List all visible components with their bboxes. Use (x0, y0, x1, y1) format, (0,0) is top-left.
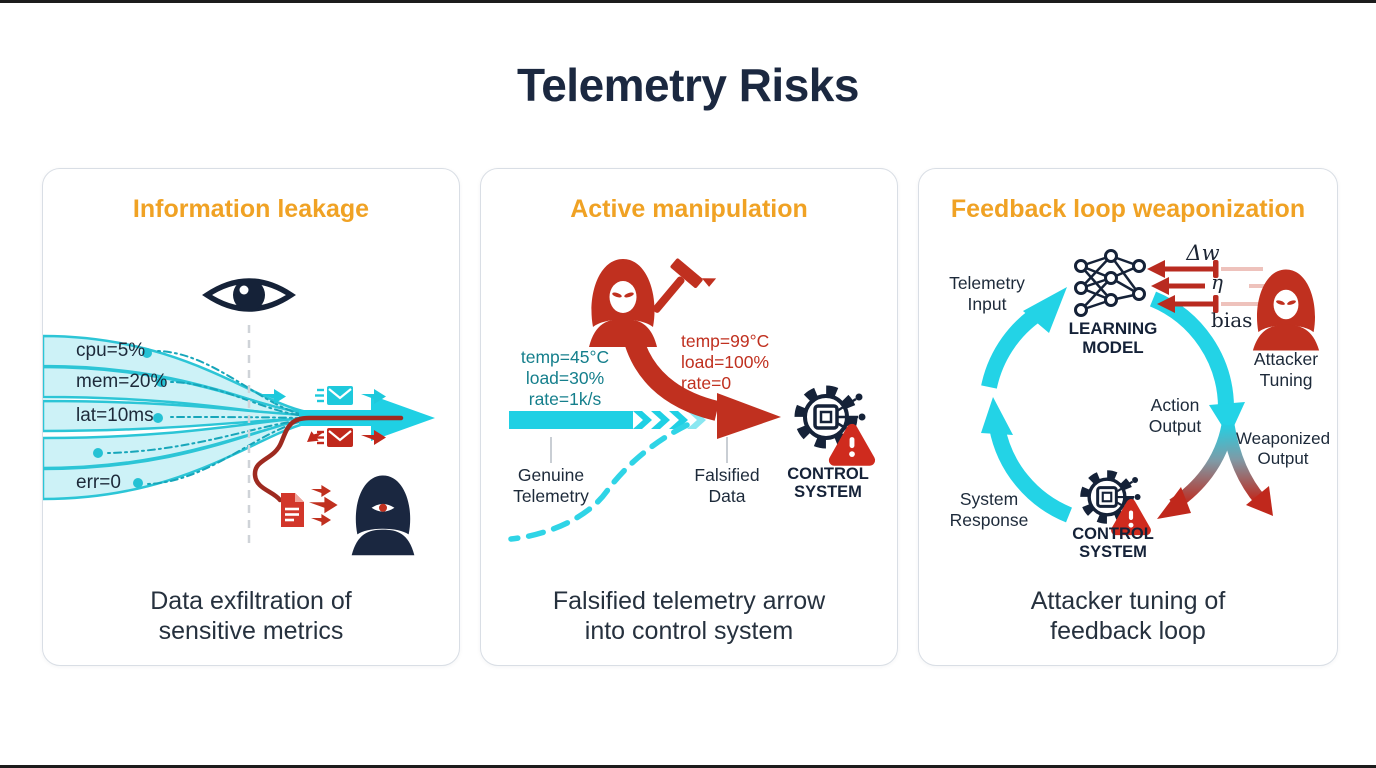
attacker-icon (351, 475, 415, 556)
feedback-loop-arrows (981, 287, 1273, 523)
feedback-loop-illustration (981, 249, 1320, 536)
genuine-telemetry-label: Genuine Telemetry (513, 465, 589, 506)
control-system-gear-icon (794, 385, 866, 449)
panel1-title: Information leakage (132, 195, 370, 223)
bias-label: bias (1211, 308, 1253, 332)
falsified-metric-load: load=100% (681, 352, 770, 372)
panel3-title: Feedback loop weaponization (950, 195, 1306, 223)
panel-information-leakage: Information leakage cpu=5% mem=20% lat=1… (42, 168, 460, 666)
genuine-telemetry-arrow (509, 411, 706, 429)
wiretap-line (252, 415, 404, 503)
active-manipulation-illustration (508, 258, 876, 542)
panel-feedback-loop-weaponization: Feedback loop weaponization Telemetry In… (918, 168, 1338, 666)
system-response-label: System Response (949, 489, 1029, 530)
panel3-caption-line2: feedback loop (1050, 617, 1206, 645)
bottom-border-line (0, 765, 1376, 768)
delta-w-label: Δw (1186, 241, 1220, 265)
falsified-metric-rate: rate=0 (681, 373, 732, 393)
outbound-envelope-icon (261, 386, 386, 405)
genuine-metric-rate: rate=1k/s (528, 389, 602, 409)
stream-label-err: err=0 (76, 472, 121, 493)
stream-label-lat: lat=10ms (76, 405, 154, 426)
telemetry-input-label: Telemetry Input (949, 273, 1025, 314)
control-system-label: CONTROL SYSTEM (787, 465, 869, 502)
attacker-hammer-icon (589, 258, 717, 347)
attacker-icon (1252, 269, 1320, 351)
stream-dots (93, 348, 166, 488)
telemetry-stream-bundle (43, 334, 309, 501)
eye-icon (202, 278, 296, 312)
falsified-data-label: Falsified Data (694, 465, 760, 506)
learning-model-label: LEARNING MODEL (1068, 319, 1158, 358)
warning-triangle-icon (828, 423, 876, 466)
action-output-label: Action Output (1148, 395, 1202, 436)
control-system-gear-icon (1080, 470, 1141, 524)
panel1-caption-line1: Data exfiltration of (150, 587, 352, 615)
control-system-label: CONTROL SYSTEM (1072, 525, 1154, 562)
falsified-metric-temp: temp=99°C (681, 331, 770, 351)
exfil-arrows (309, 485, 338, 526)
panel2-caption-line1: Falsified telemetry arrow (552, 587, 826, 615)
tuning-arrows (1147, 260, 1271, 313)
genuine-metric-load: load=30% (525, 368, 605, 388)
panel-active-manipulation: Active manipulation temp=45°C load=30% r… (480, 168, 898, 666)
top-border-line (0, 0, 1376, 3)
information-leakage-illustration (43, 278, 435, 556)
stream-label-cpu: cpu=5% (76, 340, 146, 361)
exfil-envelope-icon (307, 428, 386, 447)
panel3-caption-line1: Attacker tuning of (1030, 587, 1226, 615)
diverted-telemetry-dashed-curve (508, 422, 690, 542)
neural-network-icon (1074, 249, 1146, 317)
panel2-caption-line2: into control system (584, 617, 794, 645)
leaked-document-icon (281, 493, 304, 527)
page-title: Telemetry Risks (517, 59, 859, 111)
warning-triangle-icon (1111, 499, 1151, 536)
panel2-title: Active manipulation (570, 195, 808, 223)
eta-label: η (1211, 270, 1223, 294)
weaponized-output-label: Weaponized Output (1235, 429, 1331, 469)
genuine-metric-temp: temp=45°C (520, 347, 610, 367)
panel1-caption-line2: sensitive metrics (158, 617, 344, 645)
stream-label-mem: mem=20% (76, 371, 168, 392)
attacker-tuning-label: Attacker Tuning (1253, 349, 1319, 390)
